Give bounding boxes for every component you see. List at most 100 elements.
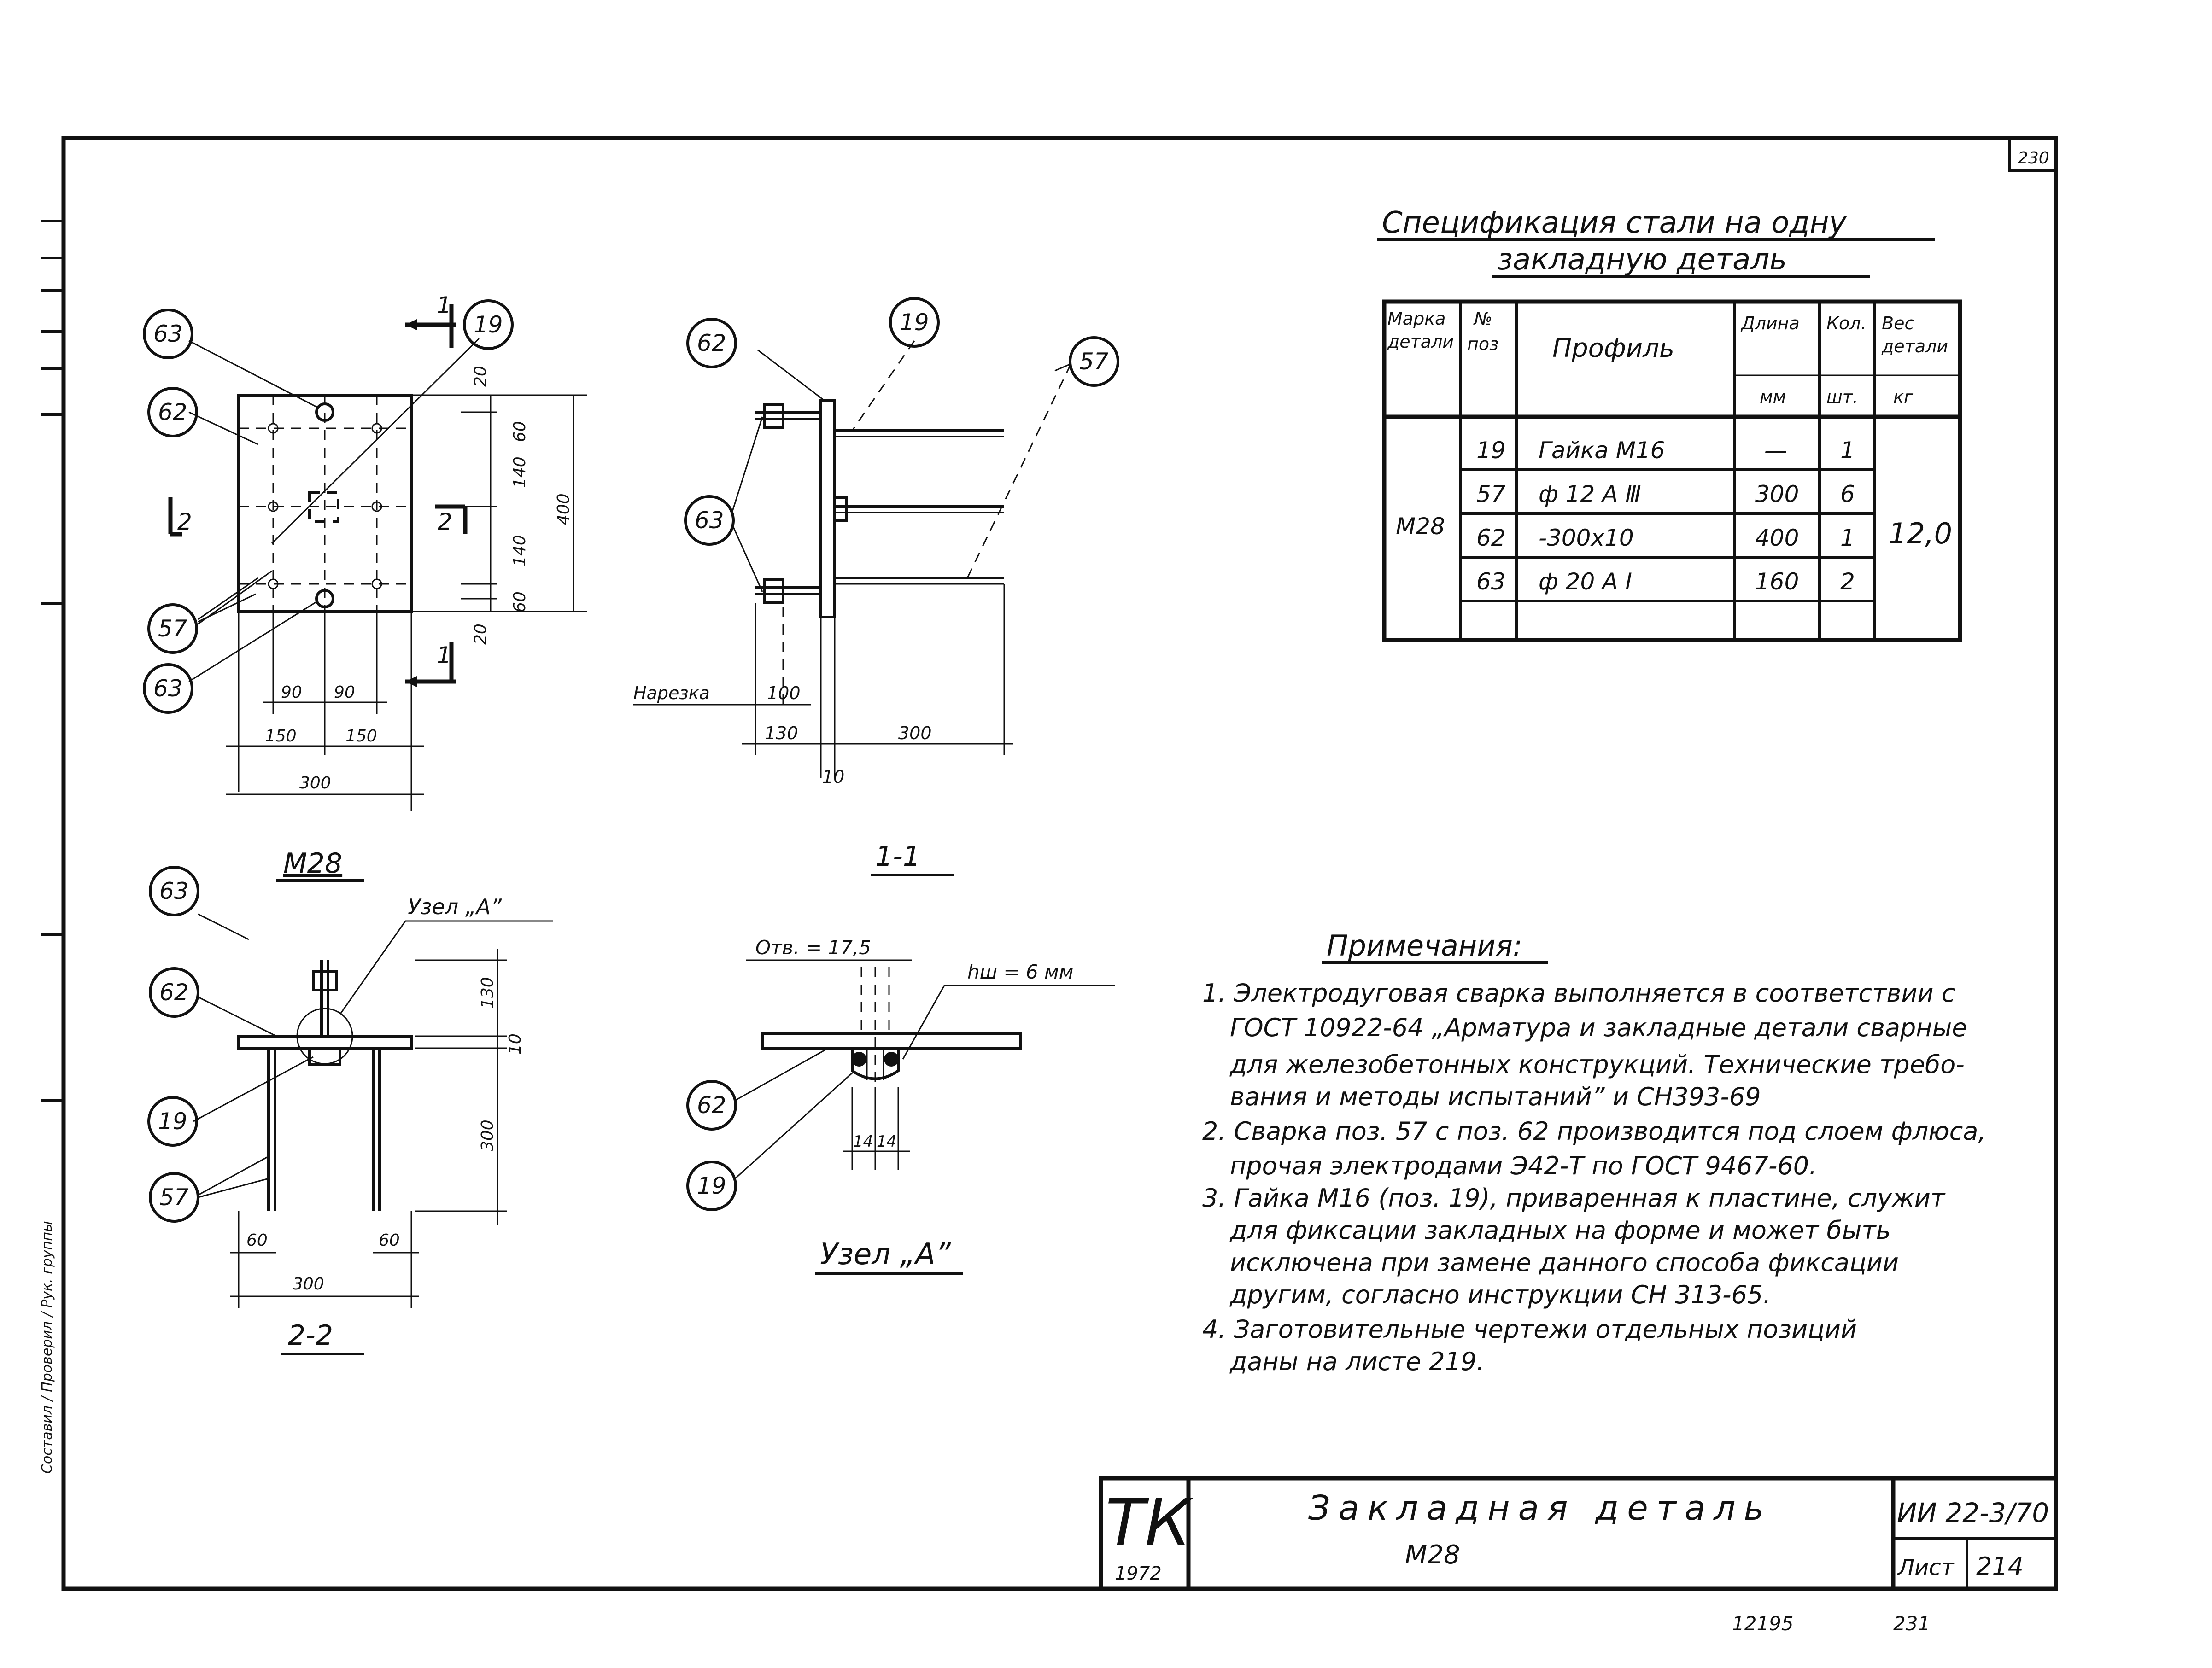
spec-mark: М28 (1396, 513, 1445, 540)
page-number: 230 (2018, 149, 2049, 168)
stamp-org: ТК (1106, 1486, 1194, 1561)
spec-hdr-pos-2: поз (1467, 334, 1498, 354)
spec-hdr-length: Длина (1740, 313, 1800, 333)
spec-hdr-weight-1: Вес (1882, 313, 1914, 333)
plan-dim-140-bottom: 140 (510, 535, 529, 566)
s22-dim-60-right: 60 (379, 1231, 400, 1250)
note-line: для железобетонных конструкций. Техничес… (1229, 1050, 1965, 1079)
s22-dim-10: 10 (506, 1033, 525, 1055)
s22-node-label: Узел „А” (408, 894, 502, 919)
stamp-sheet-label: Лист (1897, 1555, 1955, 1581)
spec-row-profile: Гайка М16 (1539, 437, 1665, 464)
spec-row-pos: 63 (1476, 568, 1506, 595)
spec-row-profile: -300х10 (1539, 525, 1634, 551)
spec-hdr-pos-1: № (1473, 309, 1492, 329)
spec-hdr-mark-1: Марка (1387, 309, 1445, 329)
spec-row-count: 1 (1840, 437, 1855, 464)
spec-title-line2: закладную деталь (1497, 243, 1787, 277)
footer-right-number: 231 (1893, 1612, 1930, 1635)
s11-callout-63: 63 (695, 507, 724, 534)
note-line: другим, согласно инструкции СН 313-65. (1229, 1280, 1771, 1309)
section-mark-1-bottom: 1 (437, 642, 451, 669)
section-mark-2-left: 2 (177, 508, 192, 535)
plan-view-title: М28 (283, 847, 342, 880)
spec-table (1382, 299, 1962, 642)
spec-row-length: 400 (1755, 525, 1799, 551)
note-line: 2. Сварка поз. 57 с поз. 62 производится… (1202, 1117, 1986, 1146)
spec-row-length: 300 (1755, 481, 1799, 507)
s11-callout-62: 62 (697, 330, 726, 356)
s22-callout-19: 19 (158, 1108, 187, 1135)
plan-dim-20-top: 20 (471, 366, 490, 387)
note-line: для фиксации закладных на форме и может … (1229, 1216, 1891, 1245)
s11-callout-57: 57 (1079, 348, 1109, 375)
stamp-code: ИИ 22-3/70 (1897, 1497, 2049, 1528)
plan-dim-60-top: 60 (510, 421, 529, 442)
spec-row-profile: ф 12 А Ⅲ (1539, 481, 1641, 507)
plan-callout-63-bottom: 63 (153, 675, 183, 702)
spec-row-length: — (1764, 437, 1787, 464)
plan-dim-400: 400 (554, 493, 573, 525)
spec-total-weight: 12,0 (1889, 517, 1952, 550)
s22-dim-130: 130 (478, 977, 497, 1009)
plan-callout-19: 19 (474, 311, 503, 338)
spec-row-count: 6 (1840, 481, 1855, 507)
plan-dim-150-right: 150 (345, 727, 377, 746)
spec-row-count: 1 (1840, 525, 1855, 551)
sheet-frame (41, 136, 2058, 1591)
spec-hdr-count: Кол. (1826, 313, 1867, 333)
plan-dim-140-top: 140 (510, 456, 529, 488)
node-a-title: Узел „А” (820, 1237, 951, 1271)
node-callout-19: 19 (697, 1172, 726, 1199)
spec-row-count: 2 (1840, 568, 1855, 595)
note-line: даны на листе 219. (1229, 1347, 1484, 1376)
plan-callout-62: 62 (158, 399, 187, 426)
s22-dim-300-vert: 300 (478, 1120, 497, 1151)
note-line: 4. Заготовительные чертежи отдельных поз… (1202, 1315, 1857, 1344)
plan-dim-90-right: 90 (334, 683, 355, 702)
plan-callout-63-top: 63 (153, 321, 183, 347)
stamp-subtitle: М28 (1405, 1540, 1460, 1570)
s22-callout-62: 62 (159, 979, 189, 1006)
note-line: прочая электродами Э42-Т по ГОСТ 9467-60… (1230, 1151, 1817, 1180)
spec-row-pos: 57 (1476, 481, 1506, 507)
stud-top (315, 402, 334, 422)
note-line: 1. Электродуговая сварка выполняется в с… (1202, 979, 1955, 1008)
node-callout-62: 62 (697, 1092, 726, 1119)
node-dim-14-left: 14 (853, 1132, 873, 1151)
plan-dim-300: 300 (299, 774, 331, 793)
stamp-sheet-number: 214 (1976, 1552, 2024, 1581)
spec-row-pos: 19 (1476, 437, 1506, 464)
s11-dim-100: 100 (767, 683, 801, 703)
stud-bottom (315, 589, 334, 608)
spec-hdr-weight-unit: кг (1893, 387, 1914, 407)
node-weld-label: hш = 6 мм (967, 961, 1073, 983)
plan-dim-150-left: 150 (265, 727, 297, 746)
section-1-1-title: 1-1 (875, 840, 920, 873)
note-line: вания и методы испытаний” и СН393-69 (1230, 1082, 1761, 1111)
note-line: ГОСТ 10922-64 „Арматура и закладные дета… (1230, 1013, 1967, 1042)
spec-title-line1: Спецификация стали на одну (1382, 206, 1847, 240)
plan-view (143, 299, 587, 811)
spec-hdr-count-unit: шт. (1826, 387, 1858, 407)
title-block (1099, 1476, 2058, 1591)
section-2-2 (147, 866, 553, 1308)
s11-thread-label: Нарезка (633, 683, 710, 703)
note-line: исключена при замене данного способа фик… (1230, 1248, 1899, 1277)
spec-hdr-weight-2: детали (1881, 336, 1948, 356)
spec-hdr-mark-2: детали (1387, 332, 1454, 352)
footer-left-number: 12195 (1732, 1612, 1794, 1635)
spec-hdr-length-unit: мм (1760, 387, 1786, 407)
plan-dim-60-bottom: 60 (510, 591, 529, 612)
node-a (686, 959, 1115, 1211)
section-mark-2-right: 2 (438, 508, 452, 535)
section-1-1 (633, 297, 1119, 778)
notes-title: Примечания: (1327, 929, 1522, 962)
node-hole-label: Отв. = 17,5 (755, 936, 871, 959)
margin-note: Составил / Проверил / Рук. группы (39, 1221, 55, 1474)
stamp-year: 1972 (1115, 1563, 1162, 1584)
s11-dim-130: 130 (765, 723, 798, 743)
s11-callout-19: 19 (900, 309, 929, 336)
spec-row-length: 160 (1755, 568, 1799, 595)
